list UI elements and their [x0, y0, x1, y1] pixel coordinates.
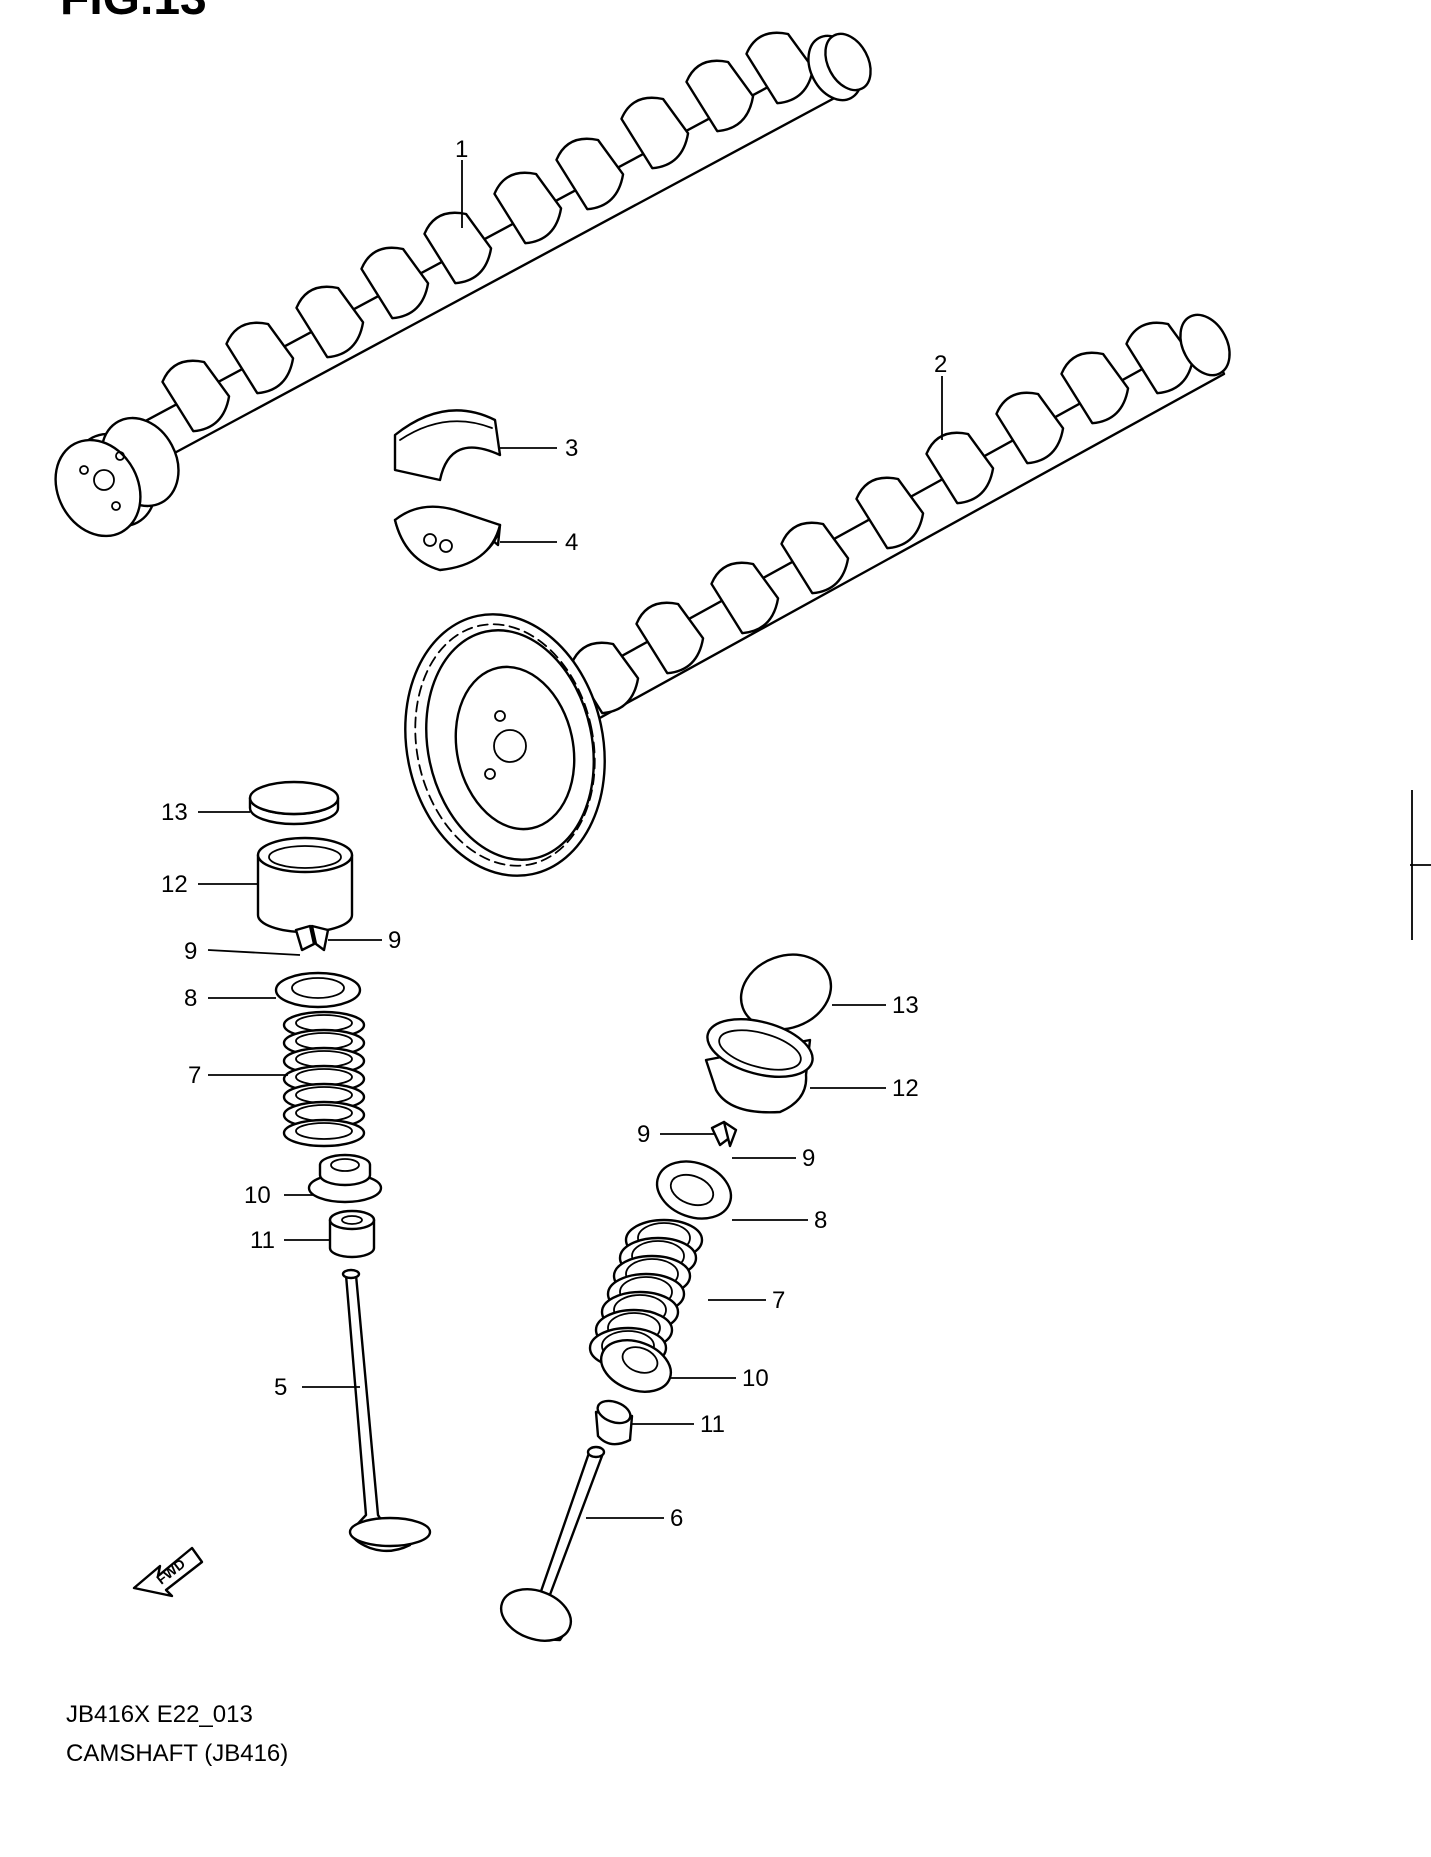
drawing-caption: CAMSHAFT (JB416): [66, 1740, 288, 1767]
cam-lobe: [685, 59, 755, 133]
cam-lobe: [555, 137, 625, 211]
callout-9-left-a: 9: [184, 938, 197, 965]
callout-8-left: 8: [184, 985, 197, 1012]
drawing-code: JB416X E22_013: [66, 1701, 253, 1728]
callout-9-left-b: 9: [388, 927, 401, 954]
callout-2: 2: [934, 351, 947, 378]
callout-1: 1: [455, 136, 468, 163]
callout-11-left: 11: [250, 1227, 275, 1254]
callout-7-right: 7: [772, 1287, 785, 1314]
cam-lobe: [855, 476, 925, 550]
callout-12-left: 12: [161, 871, 188, 898]
cam-lobe: [780, 521, 850, 595]
fwd-arrow: FWD: [132, 1546, 204, 1598]
camshaft-1: [54, 31, 872, 538]
callout-8-right: 8: [814, 1207, 827, 1234]
cam-lobe: [225, 321, 295, 395]
callout-5: 5: [274, 1374, 287, 1401]
tappet-12-left: [256, 836, 354, 934]
callout-9-right-b: 9: [802, 1145, 815, 1172]
callout-11-right: 11: [700, 1411, 725, 1438]
retainer-8-right: [655, 1160, 733, 1220]
cam-lobe: [295, 285, 365, 359]
shim-13-left: [248, 780, 340, 826]
cotter-9-left: [294, 924, 316, 952]
callout-13-left: 13: [161, 799, 188, 826]
figure-title: FIG.13: [60, 0, 207, 25]
callout-3: 3: [565, 435, 578, 462]
callout-9-right-a: 9: [637, 1121, 650, 1148]
right-valve-assembly: [499, 953, 833, 1642]
valve-6: [499, 1445, 606, 1642]
cam-lobe: [620, 96, 690, 170]
callout-7-left: 7: [188, 1062, 201, 1089]
cam-lobe: [1060, 351, 1130, 425]
callout-4: 4: [565, 529, 578, 556]
tappet-12-right: [704, 1018, 814, 1114]
callout-12-right: 12: [892, 1075, 919, 1102]
cam-lobe: [635, 601, 705, 675]
cam-lobe: [925, 431, 995, 505]
spring-7-left: [282, 1010, 366, 1148]
camshaft-2: [404, 313, 1231, 877]
cam-lobe: [995, 391, 1065, 465]
seal-10-right: [599, 1339, 673, 1393]
cam-lobe: [570, 641, 640, 715]
seal-10-left: [307, 1153, 383, 1204]
retainer-8-left: [274, 971, 362, 1009]
cam-lobe: [360, 246, 430, 320]
left-valve-assembly: [248, 780, 432, 1553]
cam-lobe: [161, 359, 231, 433]
cam-lobe: [710, 561, 780, 635]
guide-11-left: [328, 1209, 376, 1259]
callout-6: 6: [670, 1505, 683, 1532]
shim-13-right: [739, 953, 833, 1031]
cam-lobe: [423, 211, 493, 285]
guide-11-right: [594, 1399, 634, 1446]
callout-13-right: 13: [892, 992, 919, 1019]
leader-lines: [198, 160, 943, 1519]
cam-lobe: [493, 171, 563, 245]
spring-coil: [282, 1118, 366, 1148]
bearing-lower-4: [393, 505, 502, 572]
bearing-upper-3: [393, 409, 502, 482]
valve-5: [341, 1268, 432, 1553]
callout-10-right: 10: [742, 1365, 769, 1392]
callouts: 1 2 3 4 13 12 9 9 8 7 10 11 5 13 12 9 9 …: [161, 136, 947, 1532]
callout-10-left: 10: [244, 1182, 271, 1209]
